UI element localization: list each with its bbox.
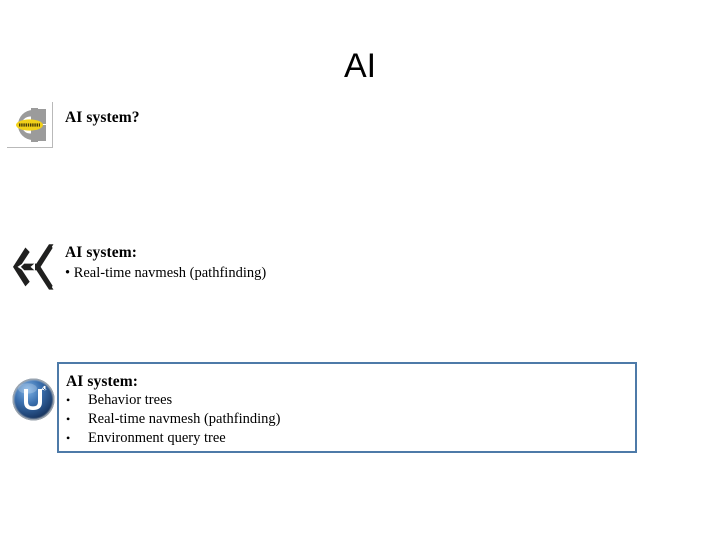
- unreal-engine-logo-image: [11, 377, 56, 422]
- bullet-glyph: •: [66, 393, 71, 407]
- unreal-bullet-item: • Real-time navmesh (pathfinding): [66, 410, 280, 429]
- unity-bullet-item: • Real-time navmesh (pathfinding): [65, 264, 266, 283]
- unreal-bullet-label: Real-time navmesh (pathfinding): [88, 411, 281, 427]
- unreal-bullet-item: • Environment query tree: [66, 429, 280, 448]
- unity-logo-image: [8, 241, 60, 293]
- unity-heading: AI system:: [65, 244, 138, 261]
- unreal-engine-logo-icon: [11, 377, 56, 422]
- unreal-bullet-label: Environment query tree: [88, 430, 226, 446]
- cryengine-heading: AI system?: [65, 109, 140, 126]
- bullet-glyph: •: [65, 265, 71, 281]
- unity-bullet-label: Real-time navmesh (pathfinding): [73, 265, 267, 281]
- unreal-heading: AI system:: [66, 373, 139, 390]
- unity-text-block: AI system: • Real-time navmesh (pathfind…: [65, 243, 266, 283]
- unreal-text-block: AI system: • Behavior trees • Real-time na…: [66, 372, 280, 448]
- bullet-glyph: •: [66, 412, 71, 426]
- unreal-bullet-item: • Behavior trees: [66, 391, 280, 410]
- unreal-bullet-label: Behavior trees: [88, 392, 173, 408]
- unity-logo-icon: [8, 241, 60, 293]
- bullet-glyph: •: [66, 431, 71, 445]
- slide-title: AI: [343, 47, 377, 85]
- cryengine-logo-icon: [7, 102, 55, 151]
- cryengine-text-block: AI system?: [65, 108, 140, 127]
- unreal-highlight-box: AI system: • Behavior trees • Real-time na…: [57, 362, 637, 453]
- cryengine-logo-image: [7, 102, 53, 148]
